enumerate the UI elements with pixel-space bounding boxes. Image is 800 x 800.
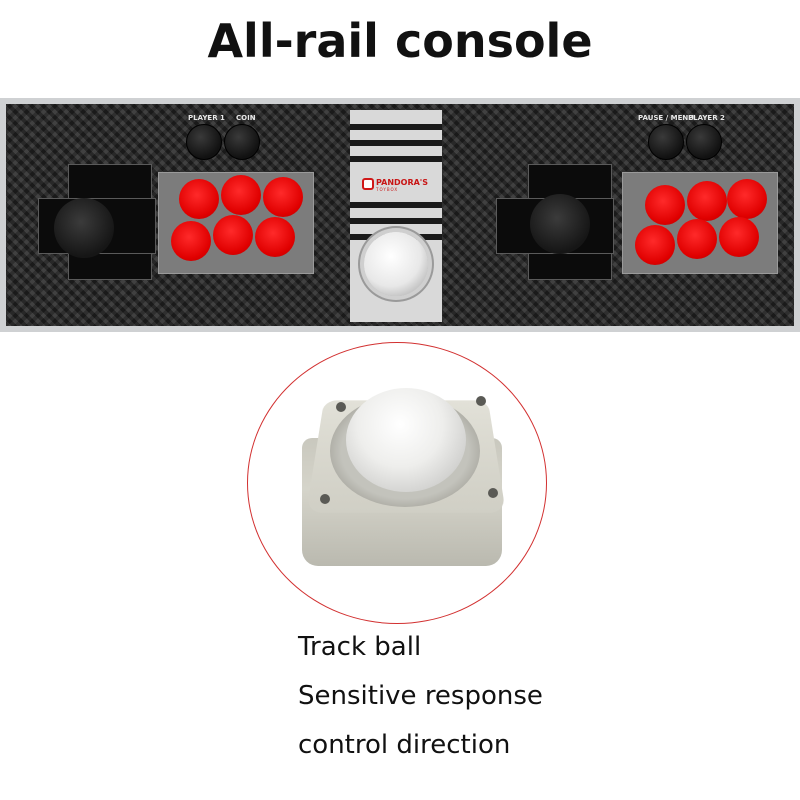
p2-button-4[interactable]: [635, 225, 675, 265]
player1-label: PLAYER 1: [188, 114, 225, 122]
screw-hole-icon: [488, 488, 498, 498]
p1-button-5[interactable]: [213, 215, 253, 255]
trackball-ball: [346, 388, 466, 492]
p1-button-2[interactable]: [221, 175, 261, 215]
feature-line-2: Sensitive response: [298, 681, 543, 711]
p1-button-4[interactable]: [171, 221, 211, 261]
console-trackball[interactable]: [364, 232, 428, 296]
pause-menu-button[interactable]: [648, 124, 684, 160]
p1-button-1[interactable]: [179, 179, 219, 219]
p2-button-6[interactable]: [719, 217, 759, 257]
p1-button-6[interactable]: [255, 217, 295, 257]
player1-button[interactable]: [186, 124, 222, 160]
player2-start-button[interactable]: [686, 124, 722, 160]
left-joystick[interactable]: [54, 198, 114, 258]
right-joystick[interactable]: [530, 194, 590, 254]
feature-line-3: control direction: [298, 730, 511, 760]
screw-hole-icon: [476, 396, 486, 406]
coin-button[interactable]: [224, 124, 260, 160]
screw-hole-icon: [320, 494, 330, 504]
console-panel: PLAYER 1 COIN PAUSE / MENU PLAYER 2 PAND…: [0, 98, 800, 332]
right-button-panel: [622, 172, 778, 274]
pause-menu-label: PAUSE / MENU: [638, 114, 694, 122]
p2-button-3[interactable]: [727, 179, 767, 219]
p2-button-1[interactable]: [645, 185, 685, 225]
p1-button-3[interactable]: [263, 177, 303, 217]
screw-hole-icon: [336, 402, 346, 412]
feature-line-1: Track ball: [298, 632, 422, 662]
p2-button-5[interactable]: [677, 219, 717, 259]
p2-button-2[interactable]: [687, 181, 727, 221]
page-title: All-rail console: [207, 14, 593, 68]
left-button-panel: [158, 172, 314, 274]
player2-label: PLAYER 2: [688, 114, 725, 122]
coin-label: COIN: [236, 114, 256, 122]
logo-icon: [362, 178, 374, 190]
